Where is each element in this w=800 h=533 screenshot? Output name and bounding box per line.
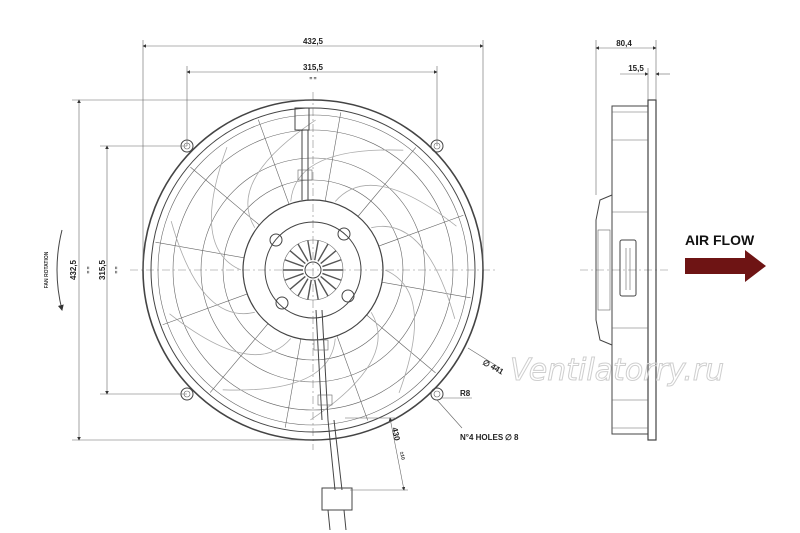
holes-label: N°4 HOLES <box>460 433 504 442</box>
motor-fin <box>317 278 329 297</box>
motor-screw <box>269 233 283 247</box>
dim-cable-length <box>345 417 408 491</box>
grille-ring-1 <box>172 129 454 411</box>
hole-dia-symbol: ∅ <box>505 433 512 442</box>
holes-leader <box>436 399 463 429</box>
dim-overall-width <box>142 40 484 270</box>
motor-fin <box>297 243 309 262</box>
grille-spoke <box>190 166 260 226</box>
fan-rotation-label: FAN ROTATION <box>44 251 50 288</box>
motor-shaft <box>304 261 322 279</box>
grille-ring-2 <box>200 157 426 383</box>
svg-text:= =: = = <box>114 266 120 273</box>
motor-fin <box>284 259 304 268</box>
motor-can <box>264 221 362 319</box>
power-cable <box>321 419 353 531</box>
diameter-label: 441 <box>489 362 506 377</box>
air-flow-label: AIR FLOW <box>685 232 755 248</box>
front-view: 432,5 = = 315,5 = = 432,5 = = 315,5 <box>44 37 519 531</box>
grille-spoke <box>381 281 471 299</box>
motor-fin <box>320 250 337 265</box>
side-shroud <box>611 105 649 435</box>
fan-blade <box>334 184 457 227</box>
motor-fin <box>297 278 309 297</box>
depth-label: 80,4 <box>616 39 632 48</box>
fan-blade <box>371 226 456 319</box>
grille-ring-3 <box>222 179 404 361</box>
motor-housing <box>242 199 384 341</box>
fan-blade <box>384 269 415 394</box>
hole-height-label: 315,5 <box>98 259 107 280</box>
side-motor <box>595 194 613 346</box>
fan-blade <box>290 149 404 202</box>
shroud-inner-ring <box>150 107 476 433</box>
cable-channel <box>294 107 333 421</box>
motor-fin <box>289 275 306 290</box>
motor-fin <box>322 259 342 268</box>
dim-hole-height: = = <box>100 145 187 395</box>
diameter-symbol: ∅ <box>481 358 492 369</box>
motor-screw <box>337 227 351 241</box>
cable-length-label: 430 <box>390 427 402 442</box>
dim-depth <box>595 40 657 195</box>
hole-dia-label: 8 <box>514 433 519 442</box>
motor-fin <box>322 272 342 281</box>
air-flow-arrow <box>685 250 766 282</box>
fan-rotation-arrow <box>56 229 64 311</box>
dim-flange <box>620 68 670 100</box>
flange-label: 15,5 <box>628 64 644 73</box>
side-label-plate <box>619 239 637 297</box>
hole-width-label: 315,5 <box>303 63 324 72</box>
motor-screw <box>341 289 355 303</box>
dim-overall-height: = = <box>72 99 313 441</box>
fan-blade <box>310 312 379 421</box>
side-view: 80,4 15,5 <box>580 39 670 441</box>
radius-label: R8 <box>460 389 471 398</box>
grille-spoke <box>336 335 369 421</box>
fan-blade <box>211 146 242 271</box>
overall-height-label: 432,5 <box>69 259 78 280</box>
grille-spoke <box>155 241 245 259</box>
motor-fin <box>307 279 312 300</box>
motor-fin <box>320 275 337 290</box>
motor-fin <box>317 243 329 262</box>
motor-fins <box>283 240 343 300</box>
overall-width-label: 432,5 <box>303 37 324 46</box>
motor-fin <box>289 250 306 265</box>
fan-blade <box>170 221 255 314</box>
cable-tolerance-label: ±10 <box>398 451 406 461</box>
svg-text:= =: = = <box>309 76 316 82</box>
fan-blade <box>247 119 316 228</box>
fan-blades <box>169 119 457 421</box>
grille-spoke <box>257 119 290 205</box>
motor-fin <box>284 272 304 281</box>
grille-spoke <box>366 314 436 374</box>
watermark: Ventilatorry.ru <box>510 353 724 388</box>
motor-screw <box>275 296 289 310</box>
svg-text:= =: = = <box>86 266 92 273</box>
grille-spoke <box>209 323 269 393</box>
motor-fin <box>314 240 319 261</box>
fan-blade <box>222 338 336 391</box>
motor-fin <box>307 240 312 261</box>
connector <box>321 487 353 511</box>
dim-hole-width: = = <box>186 66 438 146</box>
motor-fin <box>314 279 319 300</box>
grille-spoke <box>357 147 417 217</box>
fan-blade <box>169 313 292 356</box>
shroud-ring-3 <box>157 114 469 426</box>
diameter-leader <box>467 347 501 369</box>
